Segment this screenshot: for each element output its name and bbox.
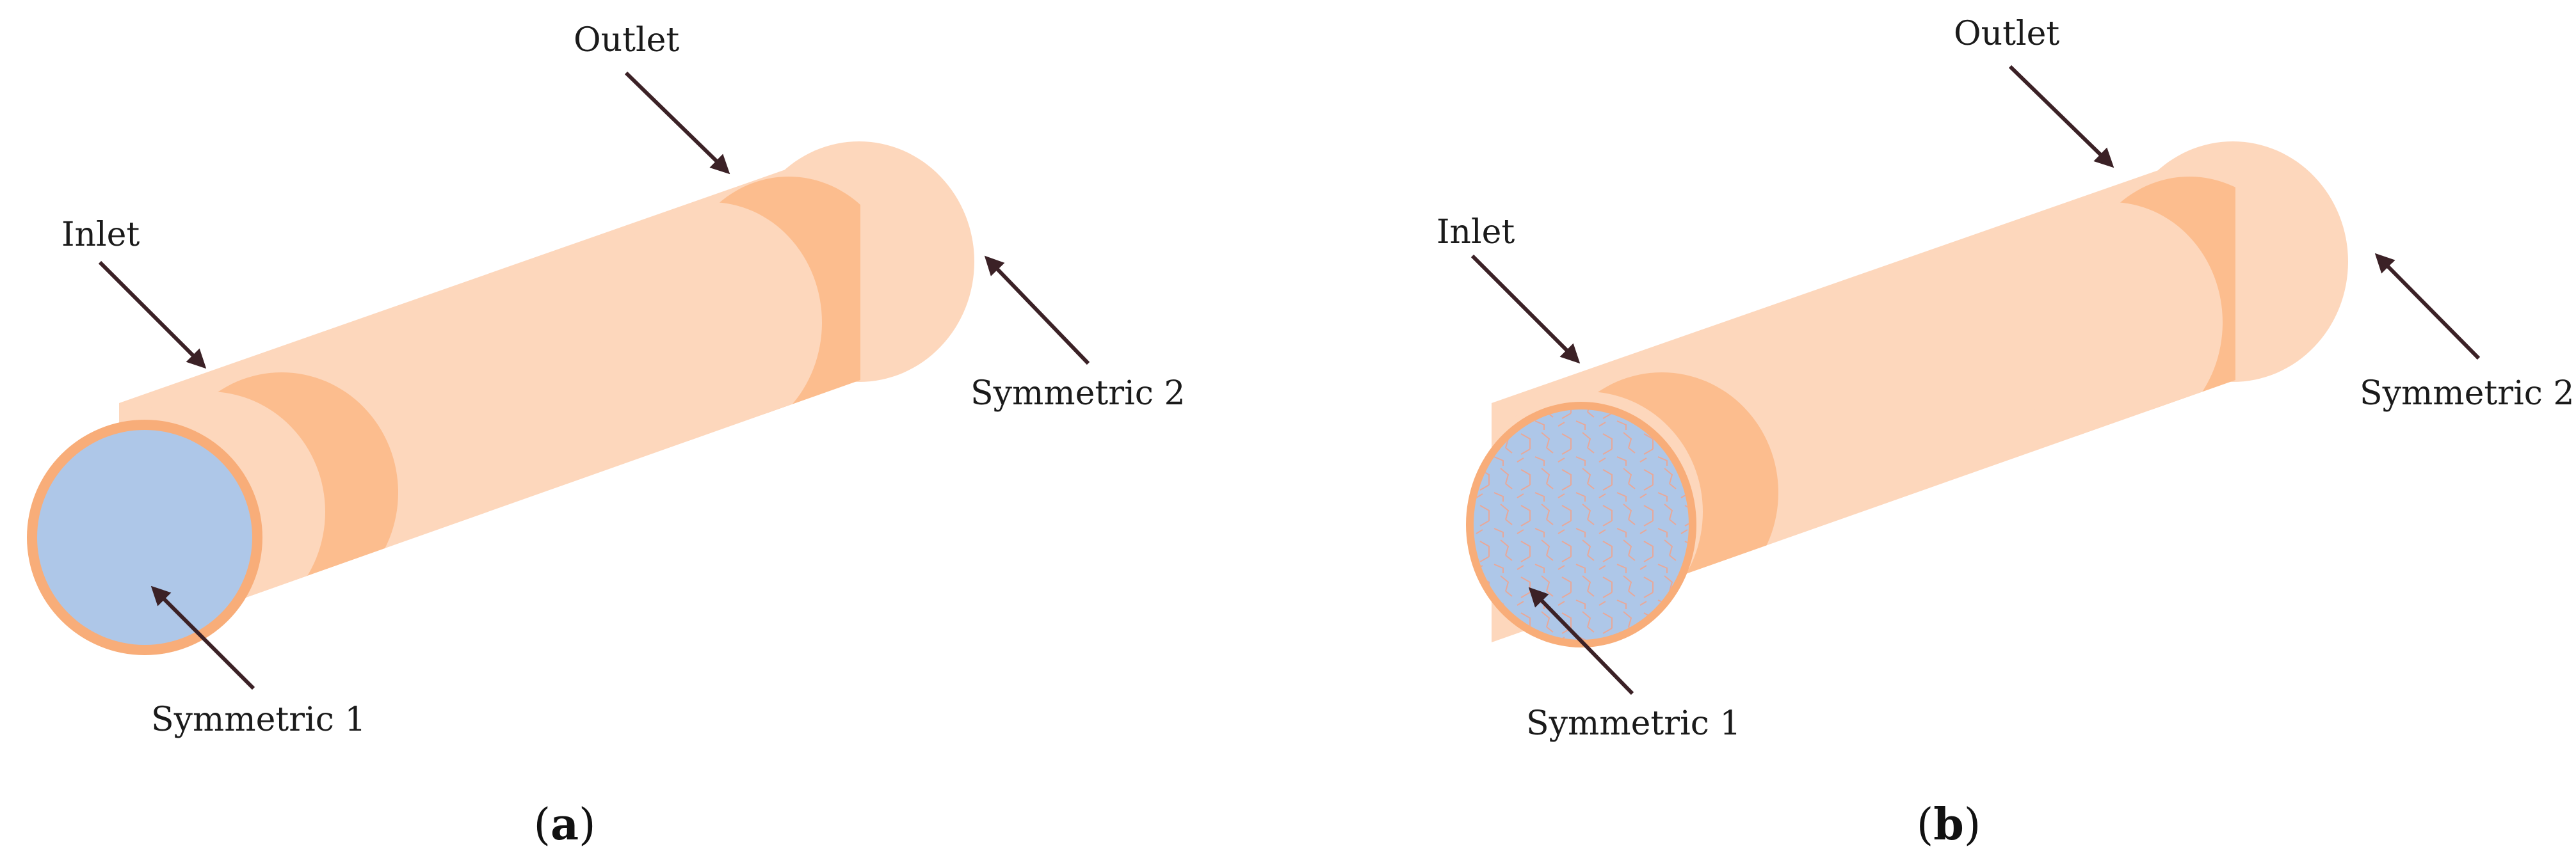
cylinder-a	[27, 141, 974, 655]
symmetric-2-label-a: Symmetric 2	[970, 374, 1186, 413]
symmetric-2-arrow-a	[984, 255, 1090, 365]
inlet-arrow-a	[98, 260, 207, 369]
caption-b: (b)	[1917, 799, 1981, 850]
panel-b: Inlet Outlet Symmetric 2 Symmetric 1 (b)	[1437, 15, 2575, 850]
symmetric-1-arrow-b	[1528, 587, 1634, 695]
inlet-arrow-b	[1470, 254, 1581, 364]
panel-a: Inlet Outlet Symmetric 2 Symmetric 1 (a)	[27, 21, 1186, 850]
symmetric-1-arrow-a	[150, 585, 255, 690]
inlet-label-a: Inlet	[61, 216, 140, 254]
symmetric-1-label-b: Symmetric 1	[1526, 704, 1741, 743]
outlet-label-a: Outlet	[574, 21, 679, 60]
outlet-arrow-a	[624, 71, 730, 175]
symmetric-1-label-a: Symmetric 1	[151, 701, 366, 739]
inlet-label-b: Inlet	[1437, 213, 1515, 251]
cell-structure-b	[1474, 409, 1689, 640]
outlet-label-b: Outlet	[1954, 15, 2059, 53]
symmetric-2-arrow-b	[2374, 253, 2481, 360]
outlet-arrow-b	[2008, 65, 2114, 168]
cylinder-b	[1466, 141, 2348, 647]
caption-a: (a)	[533, 799, 595, 850]
symmetric-1-face-a	[37, 430, 252, 645]
symmetric-2-label-b: Symmetric 2	[2360, 374, 2575, 413]
